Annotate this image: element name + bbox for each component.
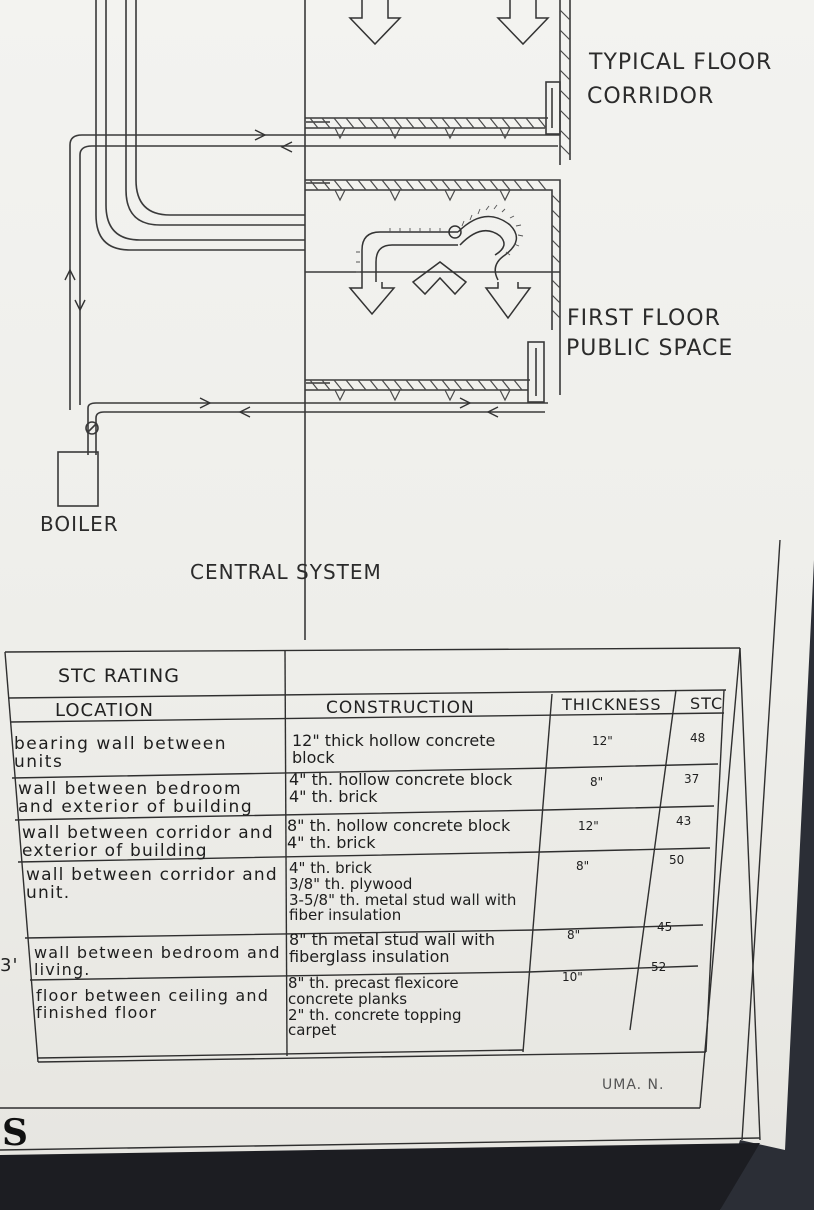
table-row-6-thickness: 10" [562, 970, 583, 984]
corridor-label: CORRIDOR [587, 84, 715, 109]
table-title: STC RATING [58, 665, 180, 687]
first-floor-label: FIRST FLOOR [567, 306, 721, 331]
table-row-2-thickness: 8" [590, 775, 604, 789]
diagram-caption: CENTRAL SYSTEM [190, 560, 382, 584]
header-thickness: THICKNESS [562, 695, 662, 714]
table-row-4-thickness: 8" [576, 859, 590, 873]
table-row-4-stc: 50 [669, 853, 685, 867]
typical-floor-label: TYPICAL FLOOR [589, 50, 773, 75]
header-construction: CONSTRUCTION [326, 698, 475, 718]
margin-mark: 3' [0, 955, 19, 976]
table-row-5-stc: 45 [657, 920, 673, 934]
table-row-3-thickness: 12" [578, 819, 599, 833]
author-signature: UMA. N. [602, 1077, 665, 1093]
public-space-label: PUBLIC SPACE [566, 336, 734, 361]
table-row-1-stc: 48 [690, 731, 706, 745]
corner-letter: S [2, 1112, 29, 1154]
table-row-5-thickness: 8" [567, 928, 581, 942]
table-row-2-stc: 37 [684, 772, 700, 786]
header-stc: STC [690, 694, 724, 713]
header-location: LOCATION [55, 700, 154, 721]
table-row-1-thickness: 12" [592, 734, 613, 748]
table-row-3-stc: 43 [676, 814, 692, 828]
boiler-label: BOILER [40, 512, 119, 536]
table-row-6-stc: 52 [651, 960, 667, 974]
